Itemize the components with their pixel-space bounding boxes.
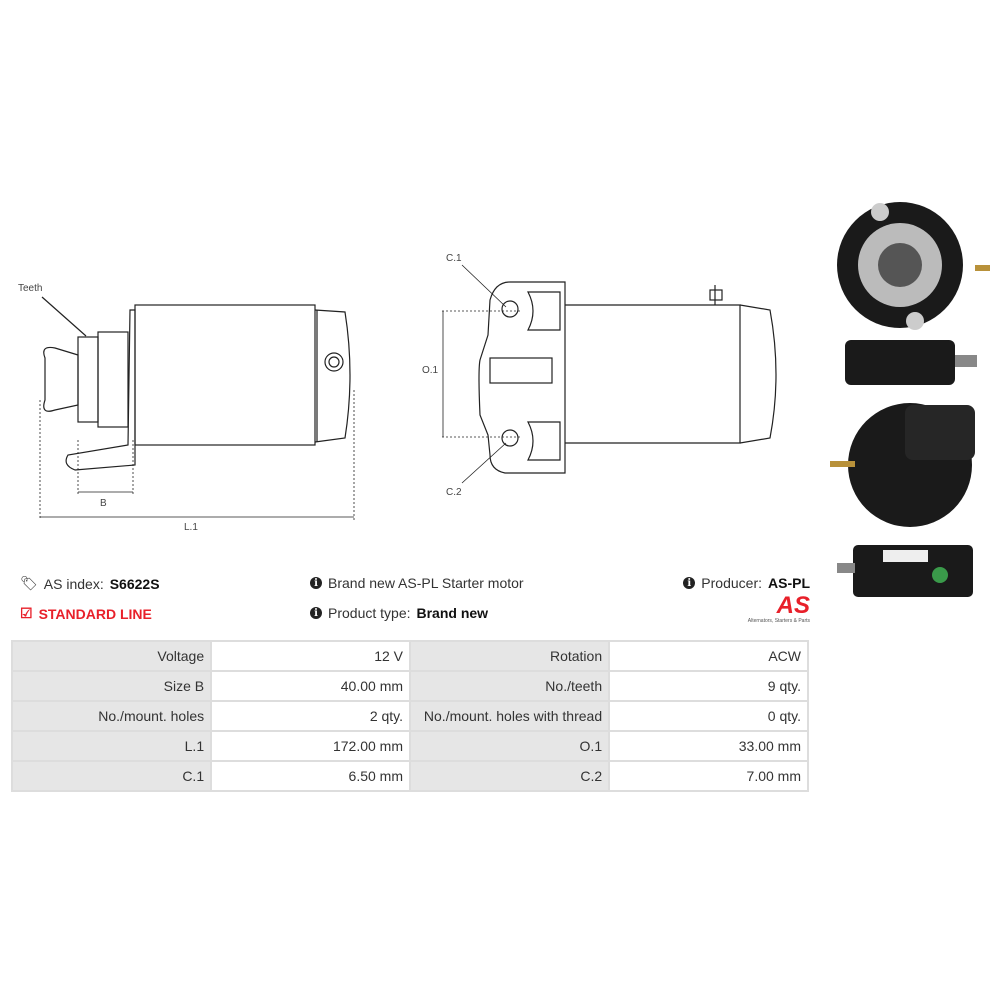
spec-label: Rotation (409, 640, 611, 672)
product-type: i Product type:Brand new (310, 605, 488, 621)
photo-rear (830, 403, 975, 527)
c2-label: C.2 (446, 487, 462, 498)
spec-label: C.2 (409, 760, 611, 792)
info-icon: i (683, 577, 696, 589)
photo-top (837, 545, 973, 597)
spec-label: No./teeth (409, 670, 611, 702)
tag-icon: 🏷 (20, 575, 38, 591)
spec-label: L.1 (10, 730, 213, 762)
spec-value: 12 V (210, 640, 412, 672)
l1-label: L.1 (184, 522, 198, 533)
spec-value: 2 qty. (210, 700, 412, 732)
info-icon: i (310, 577, 322, 589)
teeth-label: Teeth (18, 283, 42, 294)
photo-side (845, 340, 977, 385)
side-view-drawing: Teeth B L.1 (18, 283, 355, 533)
c1-label: C.1 (446, 253, 462, 264)
spec-value: 7.00 mm (608, 760, 809, 792)
spec-value: 33.00 mm (608, 730, 809, 762)
spec-value: 172.00 mm (210, 730, 412, 762)
b-label: B (100, 498, 107, 509)
spec-label: No./mount. holes with thread (409, 700, 611, 732)
spec-label: O.1 (409, 730, 611, 762)
spec-value: 6.50 mm (210, 760, 412, 792)
spec-value: 9 qty. (608, 670, 809, 702)
o1-label: O.1 (422, 365, 439, 376)
producer: i Producer:AS-PL (683, 575, 810, 591)
spec-value: 0 qty. (608, 700, 809, 732)
spec-label: C.1 (10, 760, 213, 792)
checkbox-icon: ☑ (20, 605, 33, 621)
photo-front (837, 202, 990, 330)
spec-label: Voltage (10, 640, 213, 672)
spec-value: 40.00 mm (210, 670, 412, 702)
as-index: 🏷 AS index:S6622S (20, 575, 160, 592)
description: i Brand new AS-PL Starter motor (310, 575, 524, 591)
front-view-drawing: C.1 C.2 O.1 (422, 253, 777, 498)
standard-line: ☑ STANDARD LINE (20, 605, 152, 622)
product-photos (830, 202, 990, 597)
as-index-value: S6622S (109, 575, 160, 592)
info-icon: i (310, 607, 322, 619)
spec-label: No./mount. holes (10, 700, 213, 732)
as-logo: AS Alternators, Starters & Parts (747, 592, 810, 625)
spec-label: Size B (10, 670, 213, 702)
spec-value: ACW (608, 640, 809, 672)
